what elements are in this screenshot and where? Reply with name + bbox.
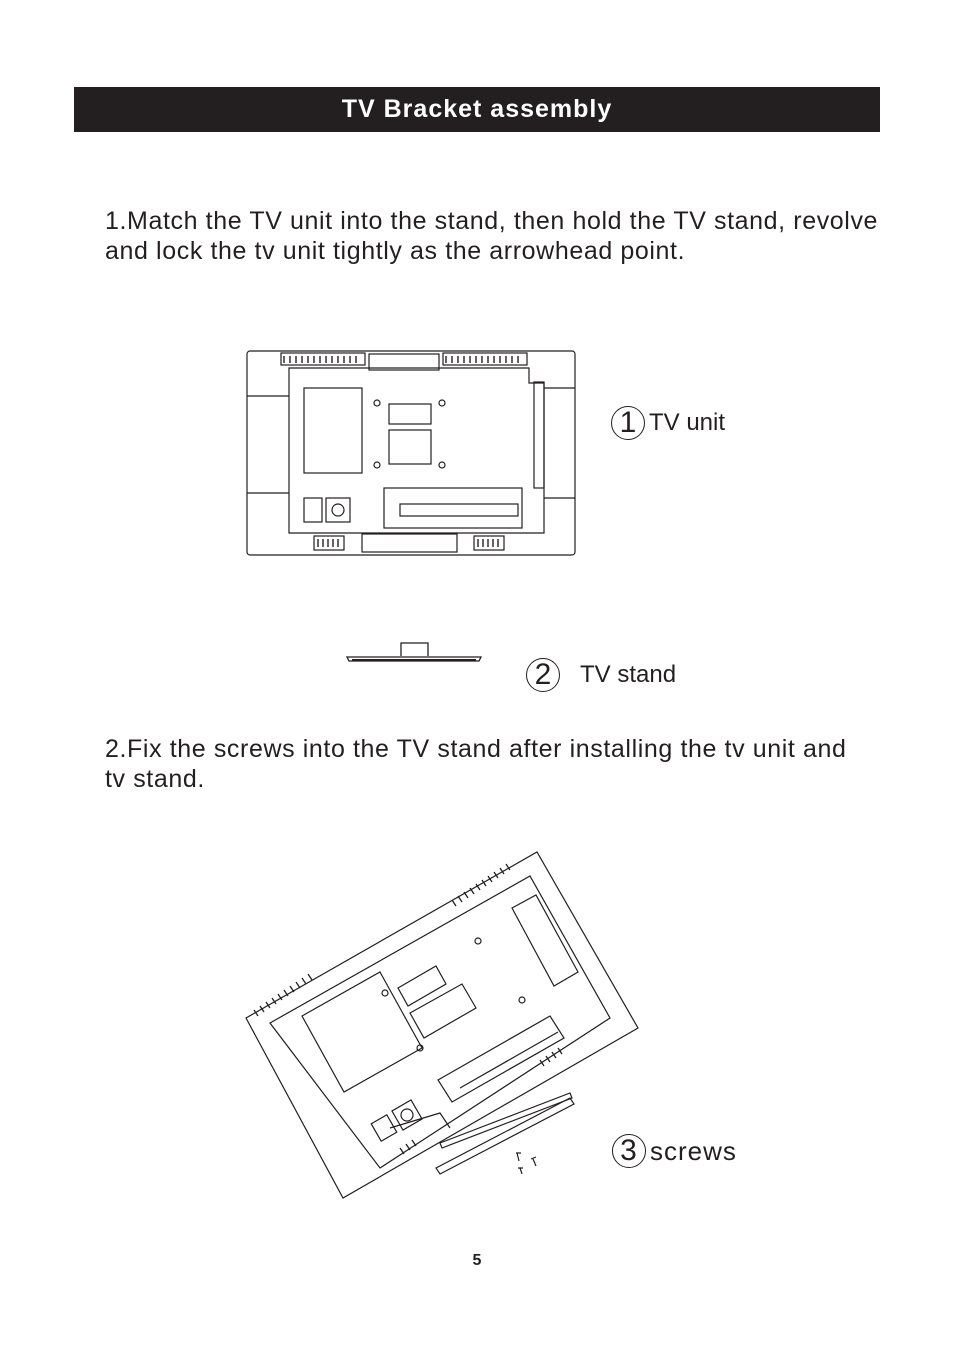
section-title-bar: TV Bracket assembly [74, 87, 880, 132]
callout-tv-stand: 2 TV stand [526, 658, 676, 692]
callout-label-screws: screws [650, 1135, 737, 1166]
step-2-instruction: 2.Fix the screws into the TV stand after… [105, 735, 847, 793]
callout-label-tv-stand: TV stand [580, 661, 677, 688]
callout-screws: 3 screws [612, 1134, 737, 1168]
page-number: 5 [472, 1252, 482, 1269]
step-1-instruction: 1.Match the TV unit into the stand, then… [105, 207, 879, 265]
tv-assembly-with-screws-illustration [245, 851, 639, 1199]
tv-stand-illustration [345, 642, 483, 662]
callout-tv-unit: 1 TV unit [611, 406, 725, 440]
callout-label-tv-unit: TV unit [649, 409, 726, 436]
callout-number-3: 3 [612, 1134, 646, 1168]
callout-number-1: 1 [611, 406, 645, 440]
callout-number-2: 2 [526, 658, 560, 692]
tv-unit-rear-illustration [246, 350, 576, 556]
page-title: TV Bracket assembly [341, 95, 613, 123]
